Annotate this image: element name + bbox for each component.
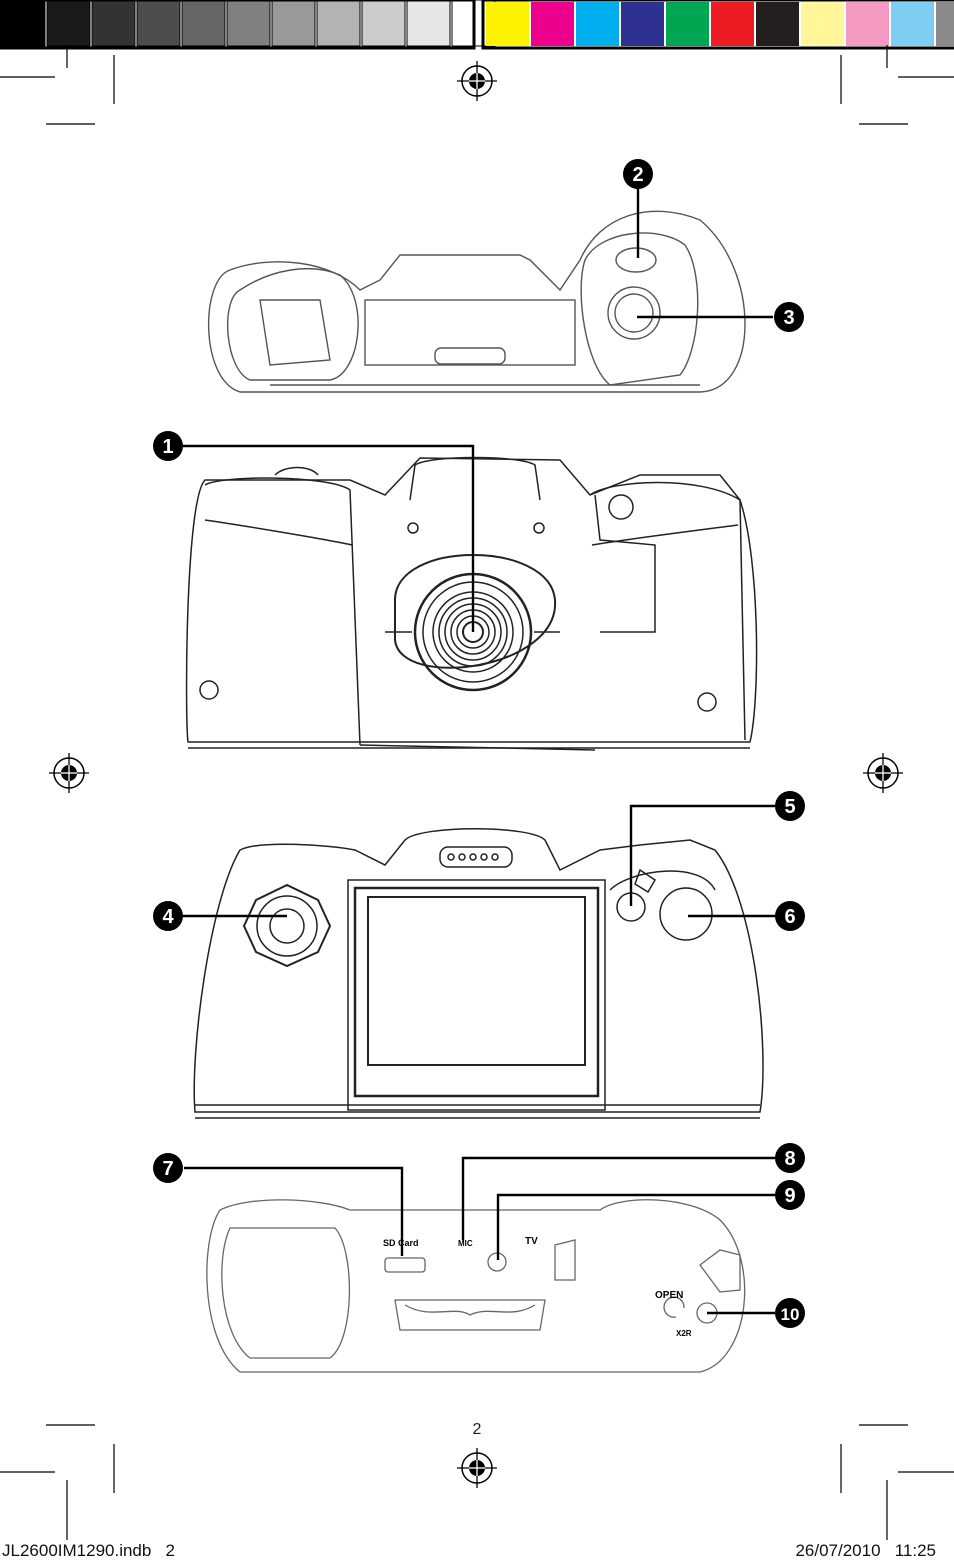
camera-back-view — [193, 828, 764, 1119]
svg-text:7: 7 — [162, 1158, 173, 1180]
gray-swatch — [271, 0, 316, 47]
gray-swatch — [136, 0, 181, 47]
tv-label: TV — [525, 1236, 538, 1247]
svg-text:1: 1 — [162, 436, 173, 458]
slug-file-name: JL2600IM1290.indb 2 — [2, 1541, 175, 1560]
gray-swatch — [91, 0, 136, 47]
callout-9: 9 — [775, 1180, 805, 1210]
color-swatch — [846, 2, 889, 46]
callout-badges: 1 2 3 4 5 6 7 8 9 10 — [153, 159, 805, 1328]
svg-text:6: 6 — [784, 906, 795, 928]
x2r-label: X2R — [676, 1329, 692, 1338]
registration-mark — [457, 1448, 497, 1488]
sd-card-label: SD Card — [383, 1238, 419, 1248]
crop-marks — [0, 45, 954, 1540]
svg-text:4: 4 — [162, 906, 174, 928]
svg-text:9: 9 — [784, 1185, 795, 1207]
color-swatch — [486, 2, 529, 46]
svg-text:2: 2 — [632, 164, 643, 186]
gray-swatch — [361, 0, 406, 47]
camera-bottom-view — [206, 1199, 746, 1373]
page-number: 2 — [472, 1421, 482, 1438]
registration-marks — [49, 61, 903, 1488]
grayscale-calibration-bar — [0, 0, 496, 50]
svg-text:5: 5 — [784, 796, 795, 818]
slug-date-time: 26/07/2010 11:25 — [795, 1541, 936, 1560]
callout-10: 10 — [775, 1298, 805, 1328]
gray-swatch — [181, 0, 226, 47]
registration-mark — [49, 753, 89, 793]
open-label: OPEN — [655, 1290, 683, 1301]
callout-2: 2 — [623, 159, 653, 189]
gray-swatch — [46, 0, 91, 47]
callout-3: 3 — [774, 302, 804, 332]
color-swatch — [666, 2, 709, 46]
color-swatch — [936, 2, 954, 46]
callout-1: 1 — [153, 431, 183, 461]
registration-mark — [863, 753, 903, 793]
color-swatch — [801, 2, 844, 46]
svg-text:8: 8 — [784, 1148, 795, 1170]
callout-7: 7 — [153, 1153, 183, 1183]
gray-swatch — [316, 0, 361, 47]
callout-leader-lines — [183, 188, 775, 1315]
color-calibration-bar — [481, 0, 954, 50]
mic-label: MIC — [458, 1239, 473, 1248]
color-swatch — [531, 2, 574, 46]
bottom-view-labels: SD Card MIC TV OPEN X2R — [383, 1236, 692, 1338]
gray-swatch — [1, 0, 46, 47]
callout-4: 4 — [153, 901, 183, 931]
color-swatch — [891, 2, 934, 46]
gray-swatch — [406, 0, 451, 47]
callout-5: 5 — [775, 791, 805, 821]
gray-swatch — [226, 0, 271, 47]
callout-6: 6 — [775, 901, 805, 931]
camera-front-view — [185, 456, 758, 751]
registration-mark — [457, 61, 497, 101]
svg-text:10: 10 — [781, 1305, 800, 1324]
color-swatch — [621, 2, 664, 46]
svg-text:3: 3 — [783, 307, 794, 329]
color-swatch — [576, 2, 619, 46]
camera-top-view — [208, 210, 746, 393]
callout-8: 8 — [775, 1143, 805, 1173]
color-swatch — [756, 2, 799, 46]
color-swatch — [711, 2, 754, 46]
